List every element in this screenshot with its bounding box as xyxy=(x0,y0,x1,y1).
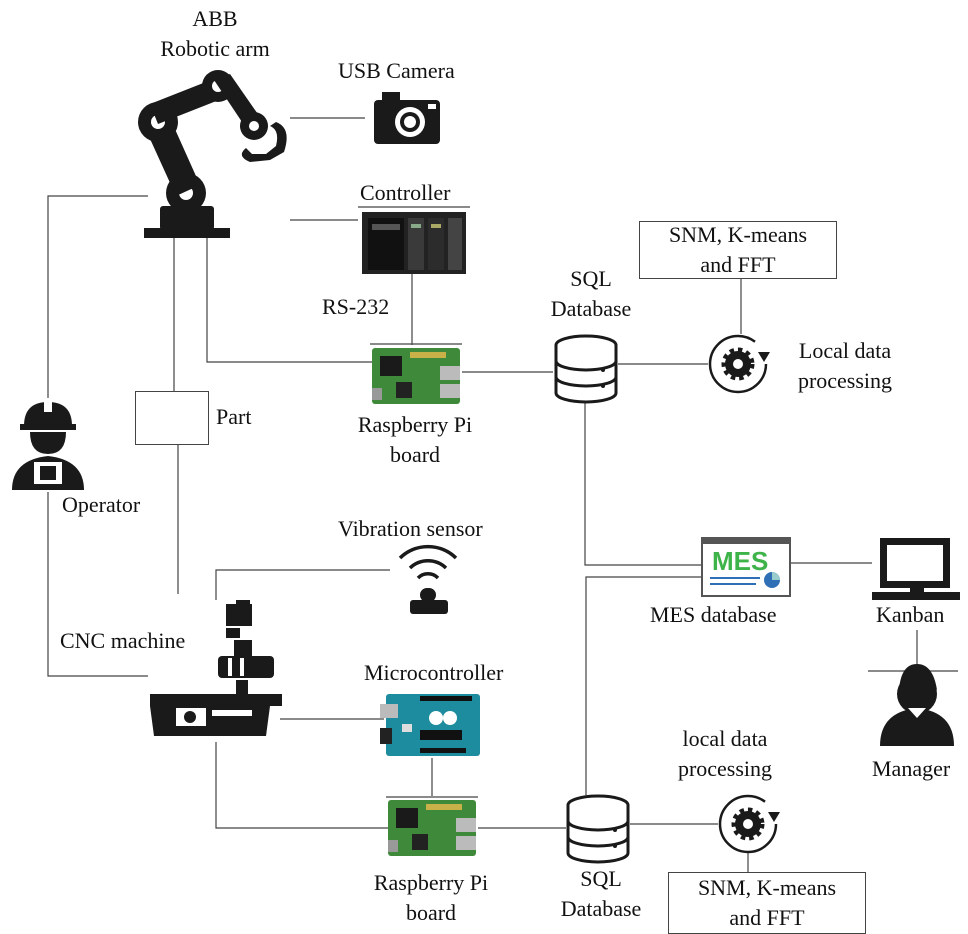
mes-sql-bottom-link xyxy=(585,576,702,795)
operator-cnc-link xyxy=(47,492,148,677)
controller-label: Controller xyxy=(360,180,451,205)
local-bottom-line2: processing xyxy=(677,756,773,781)
mes-logo-text: MES xyxy=(712,546,768,576)
wireless-sensor-icon xyxy=(398,544,458,614)
mes-screen-icon: MES xyxy=(701,537,791,597)
robot-arm-label-line2: Robotic arm xyxy=(160,36,270,61)
usb-camera-label: USB Camera xyxy=(338,58,455,83)
rpi-top-label-line1: Raspberry Pi xyxy=(357,412,473,437)
operator-label: Operator xyxy=(62,492,141,517)
database-icon xyxy=(566,794,630,864)
sql-bottom-line2: Database xyxy=(560,896,642,921)
cnc-machine-icon xyxy=(150,600,282,736)
monitor-icon xyxy=(872,538,960,600)
rpi-top-label-line2: board xyxy=(389,442,441,467)
vibration-sensor-label: Vibration sensor xyxy=(338,516,483,541)
gear-refresh-icon xyxy=(718,794,780,854)
sql-top-label-line1: SQL xyxy=(570,266,612,291)
rpi-bottom-line2: board xyxy=(405,900,457,925)
algo-bottom-line1: SNM, K-means xyxy=(697,875,837,900)
part-box xyxy=(135,391,209,445)
local-processing-top-label: Local data processing xyxy=(780,336,910,396)
robot-rpi-link xyxy=(206,238,372,363)
local-bottom-line1: local data xyxy=(682,726,768,751)
controller-icon xyxy=(362,212,466,274)
local-top-line1: Local data xyxy=(798,338,892,363)
algorithm-box-top: SNM, K-means and FFT xyxy=(639,221,837,279)
algo-top-line1: SNM, K-means xyxy=(668,222,808,247)
sql-top-label: SQL Database xyxy=(536,264,646,324)
rpi-bottom-line1: Raspberry Pi xyxy=(373,870,489,895)
robot-arm-label: ABB Robotic arm xyxy=(150,4,280,64)
cnc-machine-label: CNC machine xyxy=(60,628,186,653)
cnc-rpi-bottom-link xyxy=(215,742,388,829)
database-icon xyxy=(554,334,618,404)
rpi-bottom-label: Raspberry Pi board xyxy=(356,868,506,928)
microcontroller-label: Microcontroller xyxy=(364,660,504,685)
manager-icon xyxy=(880,664,954,746)
robot-arm-label-line1: ABB xyxy=(192,6,238,31)
gear-refresh-icon xyxy=(708,334,770,394)
camera-icon xyxy=(374,92,440,144)
kanban-label: Kanban xyxy=(876,602,945,627)
rpi-top-label: Raspberry Pi board xyxy=(340,410,490,470)
local-processing-bottom-label: local data processing xyxy=(660,724,790,784)
robot-arm-icon xyxy=(138,70,287,238)
manager-label: Manager xyxy=(872,756,951,781)
raspberry-pi-icon xyxy=(372,348,460,404)
sql-top-label-line2: Database xyxy=(550,296,632,321)
raspberry-pi-icon xyxy=(388,800,476,856)
operator-robot-link xyxy=(47,195,148,398)
sensor-cnc-link xyxy=(215,569,390,600)
local-top-line2: processing xyxy=(797,368,893,393)
algo-bottom-line2: and FFT xyxy=(729,905,805,930)
algorithm-box-bottom: SNM, K-means and FFT xyxy=(668,872,866,934)
sql-bottom-line1: SQL xyxy=(580,866,622,891)
sql-top-mes-link xyxy=(584,402,702,566)
mes-database-label: MES database xyxy=(650,602,777,627)
sql-bottom-label: SQL Database xyxy=(546,864,656,924)
rs232-label: RS-232 xyxy=(322,294,390,319)
arduino-icon xyxy=(380,694,480,756)
worker-icon xyxy=(12,402,84,490)
algo-top-line2: and FFT xyxy=(700,252,776,277)
part-label: Part xyxy=(216,404,252,429)
